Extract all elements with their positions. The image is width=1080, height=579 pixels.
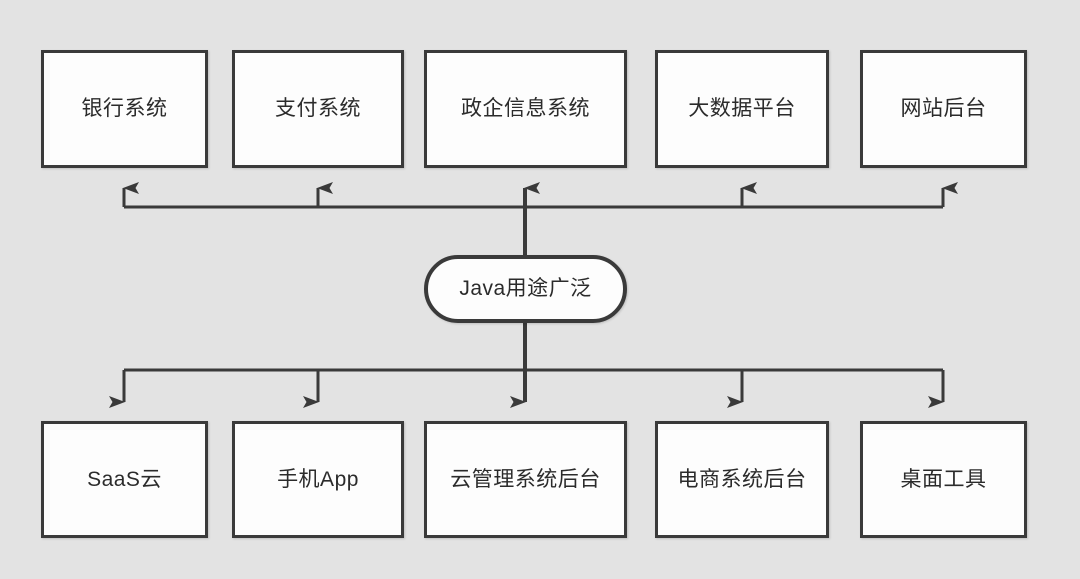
node-label: 大数据平台 [688,97,796,121]
node-label: 云管理系统后台 [450,467,601,491]
node-saas-cloud[interactable]: SaaS云 [41,421,208,538]
node-label: 网站后台 [900,97,987,121]
node-label: 政企信息系统 [461,97,590,121]
node-label: Java用途广泛 [459,277,592,301]
node-label: 银行系统 [81,97,168,121]
node-desktop-tool[interactable]: 桌面工具 [860,421,1027,538]
node-mobile-app[interactable]: 手机App [232,421,404,538]
node-label: 手机App [277,467,359,491]
node-payment-system[interactable]: 支付系统 [232,50,404,168]
node-government-enterprise-info-system[interactable]: 政企信息系统 [424,50,627,168]
node-bank-system[interactable]: 银行系统 [41,50,208,168]
node-bigdata-platform[interactable]: 大数据平台 [655,50,829,168]
upward-connectors [122,182,958,255]
node-website-backend[interactable]: 网站后台 [860,50,1027,168]
node-label: 支付系统 [275,97,361,121]
node-ecommerce-backend[interactable]: 电商系统后台 [655,421,829,538]
downward-connectors [109,323,945,408]
node-label: 电商系统后台 [677,467,807,491]
node-label: SaaS云 [87,467,162,491]
node-java-hub[interactable]: Java用途广泛 [424,255,627,323]
node-cloud-admin-backend[interactable]: 云管理系统后台 [424,421,627,538]
node-label: 桌面工具 [900,467,987,491]
